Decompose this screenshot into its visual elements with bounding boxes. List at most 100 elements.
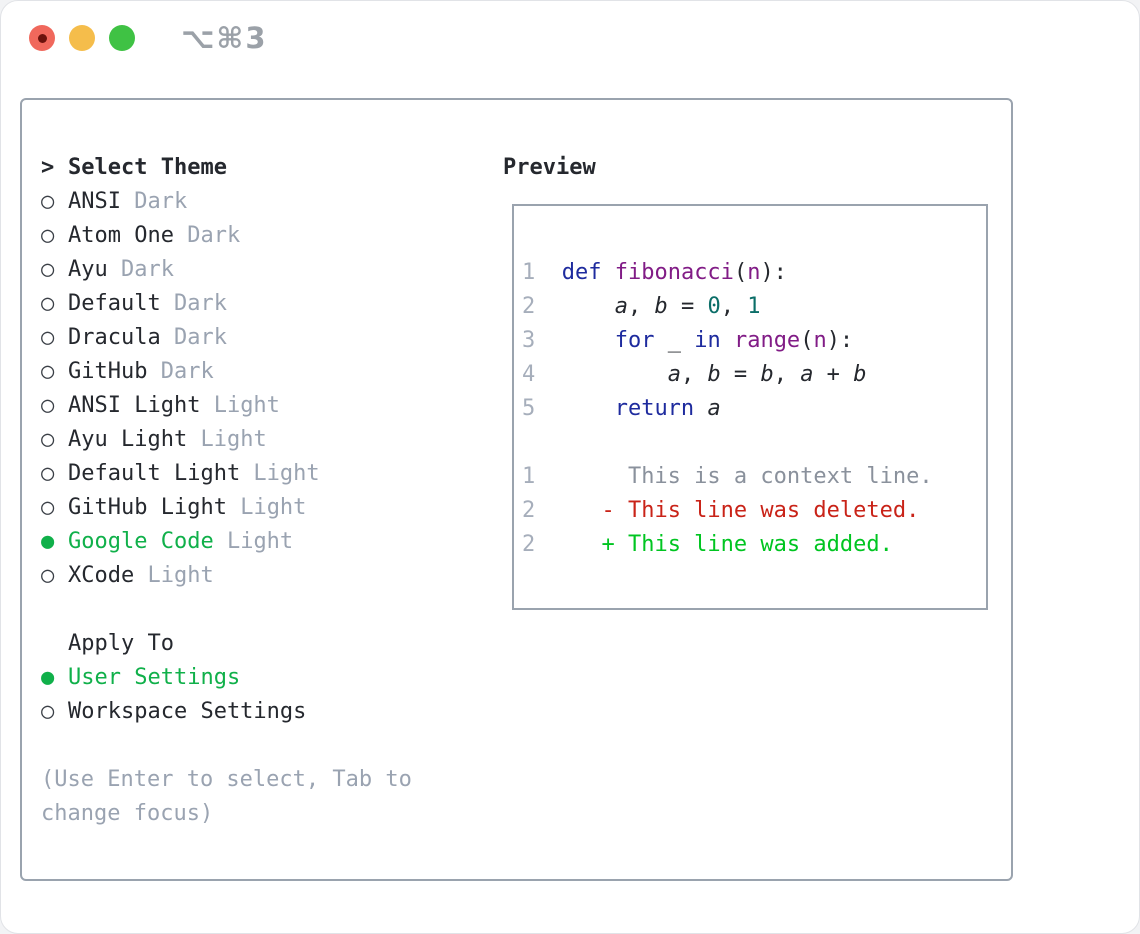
radio-icon: ○ — [41, 257, 55, 282]
radio-icon: ○ — [41, 223, 55, 248]
preview-line: 2 + This line was added. — [522, 528, 986, 562]
radio-selected-icon: ● — [41, 665, 55, 690]
theme-option-ansi[interactable]: ○ ANSI Dark — [41, 185, 503, 219]
spacer — [41, 729, 503, 763]
line-number: 4 — [522, 362, 536, 387]
line-number: 1 — [522, 464, 536, 489]
theme-option-github[interactable]: ○ GitHub Dark — [41, 355, 503, 389]
line-tokens: def fibonacci(n): — [561, 260, 787, 285]
theme-option-ayu[interactable]: ○ Ayu Dark — [41, 253, 503, 287]
theme-option-atom-one[interactable]: ○ Atom One Dark — [41, 219, 503, 253]
radio-selected-icon: ● — [41, 529, 55, 554]
option-variant-label: Light — [213, 529, 294, 554]
option-variant-label: Dark — [120, 189, 188, 214]
line-tokens — [562, 426, 575, 460]
option-variant-label: Dark — [147, 359, 214, 384]
zoom-button[interactable] — [109, 25, 135, 51]
option-variant-label: Dark — [160, 291, 227, 316]
preview-box: 1 def fibonacci(n): 2 a, b = 0, 1 3 for … — [512, 204, 988, 610]
option-label: Google Code — [68, 529, 214, 554]
option-variant-label: Light — [200, 393, 280, 418]
radio-icon: ○ — [41, 427, 55, 452]
radio-icon: ○ — [41, 461, 55, 486]
apply-option-workspace-settings[interactable]: ○ Workspace Settings — [41, 695, 503, 729]
preview-line: 3 for _ in range(n): — [522, 324, 986, 358]
theme-option-ansi-light[interactable]: ○ ANSI Light Light — [41, 389, 503, 423]
option-label: ANSI — [68, 189, 121, 214]
radio-icon: ○ — [41, 189, 55, 214]
select-theme-title: Select Theme — [68, 155, 227, 180]
window-titlebar: ⌥⌘3 — [1, 1, 1139, 75]
radio-icon: ○ — [41, 495, 55, 520]
theme-list-column: > Select Theme ○ ANSI Dark ○ Atom One Da… — [22, 100, 503, 879]
close-dot-icon — [37, 33, 47, 43]
line-tokens: return a — [614, 396, 721, 421]
apply-option-user-settings[interactable]: ● User Settings — [41, 661, 503, 695]
preview-line — [522, 426, 986, 460]
option-label: Dracula — [68, 325, 161, 350]
line-number: 3 — [522, 328, 536, 353]
preview-code: 1 def fibonacci(n): 2 a, b = 0, 1 3 for … — [522, 256, 986, 562]
option-label: Ayu Light — [68, 427, 188, 452]
option-variant-label: Light — [240, 461, 320, 486]
preview-line: 5 return a — [522, 392, 986, 426]
line-tokens: + This line was added. — [601, 532, 893, 557]
option-label: Default — [68, 291, 161, 316]
radio-icon: ○ — [41, 325, 55, 350]
option-label: Ayu — [68, 257, 108, 282]
line-tokens: - This line was deleted. — [601, 498, 920, 523]
preview-title: Preview — [503, 155, 596, 180]
line-number: 5 — [522, 396, 536, 421]
theme-option-xcode[interactable]: ○ XCode Light — [41, 559, 503, 593]
option-label: XCode — [68, 563, 135, 588]
radio-icon: ○ — [41, 359, 55, 384]
option-variant-label: Dark — [173, 223, 241, 248]
apply-to-options-list: ● User Settings ○ Workspace Settings — [41, 661, 503, 729]
theme-selector-panel: > Select Theme ○ ANSI Dark ○ Atom One Da… — [20, 98, 1013, 881]
spacer — [41, 593, 503, 627]
apply-to-indent — [41, 627, 68, 661]
radio-icon: ○ — [41, 291, 55, 316]
theme-option-ayu-light[interactable]: ○ Ayu Light Light — [41, 423, 503, 457]
select-theme-header: > Select Theme — [41, 151, 503, 185]
window-shortcut-label: ⌥⌘3 — [181, 21, 268, 55]
option-variant-label: Dark — [160, 325, 227, 350]
theme-option-dracula[interactable]: ○ Dracula Dark — [41, 321, 503, 355]
line-number: 2 — [522, 532, 536, 557]
radio-icon: ○ — [41, 699, 55, 724]
minimize-button[interactable] — [69, 25, 95, 51]
option-label: Workspace Settings — [68, 699, 307, 724]
line-tokens: a, b = 0, 1 — [614, 294, 761, 319]
preview-line: 2 a, b = 0, 1 — [522, 290, 986, 324]
option-label: Atom One — [68, 223, 174, 248]
line-number: 2 — [522, 498, 536, 523]
theme-option-github-light[interactable]: ○ GitHub Light Light — [41, 491, 503, 525]
preview-line: 1 def fibonacci(n): — [522, 256, 986, 290]
theme-option-default-light[interactable]: ○ Default Light Light — [41, 457, 503, 491]
apply-to-header: Apply To — [41, 627, 503, 661]
radio-icon: ○ — [41, 393, 55, 418]
line-number: 2 — [522, 294, 536, 319]
line-number: 1 — [522, 260, 536, 285]
option-label: User Settings — [68, 665, 241, 690]
line-tokens: This is a context line. — [561, 464, 933, 489]
line-number — [522, 426, 548, 460]
hint-text: (Use Enter to select, Tab to change focu… — [41, 767, 412, 826]
option-variant-label: Light — [187, 427, 267, 452]
theme-option-google-code[interactable]: ● Google Code Light — [41, 525, 503, 559]
preview-line: 1 This is a context line. — [522, 460, 986, 494]
radio-icon: ○ — [41, 563, 55, 588]
close-button[interactable] — [29, 25, 55, 51]
preview-line: 2 - This line was deleted. — [522, 494, 986, 528]
option-variant-label: Light — [226, 495, 307, 520]
option-label: ANSI Light — [68, 393, 201, 418]
theme-option-default[interactable]: ○ Default Dark — [41, 287, 503, 321]
theme-options-list: ○ ANSI Dark ○ Atom One Dark ○ Ayu Dark ○… — [41, 185, 503, 593]
preview-line: 4 a, b = b, a + b — [522, 358, 986, 392]
option-variant-label: Dark — [107, 257, 174, 282]
option-label: Default Light — [68, 461, 241, 486]
option-label: GitHub — [68, 359, 148, 384]
apply-to-title: Apply To — [68, 631, 174, 656]
cursor-marker-icon: > — [41, 155, 55, 180]
